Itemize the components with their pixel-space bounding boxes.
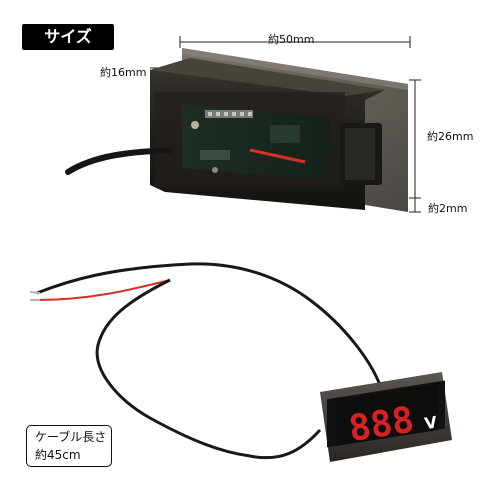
meter-front-view <box>320 372 452 462</box>
circuit-board <box>182 104 330 180</box>
unit-label: V <box>423 412 439 433</box>
cable-length-label: ケーブル長さ 約45cm <box>26 425 112 467</box>
cable-length-title: ケーブル長さ <box>35 430 107 444</box>
size-badge: サイズ <box>22 24 114 50</box>
dimension-thickness-label: 約2mm <box>428 202 468 215</box>
dimension-height-label: 約26mm <box>427 130 474 143</box>
cable-length-value: 約45cm <box>35 448 81 462</box>
circuit-components <box>191 110 306 173</box>
dimension-depth-label: 約16mm <box>100 66 147 79</box>
dimension-width-label: 約50mm <box>268 33 315 46</box>
meter-back-view <box>65 48 408 212</box>
dimension-lines <box>150 36 421 213</box>
cable-bundle <box>29 262 382 460</box>
back-cable <box>65 147 173 175</box>
display-window <box>336 384 438 446</box>
led-display: 888 <box>346 399 417 450</box>
